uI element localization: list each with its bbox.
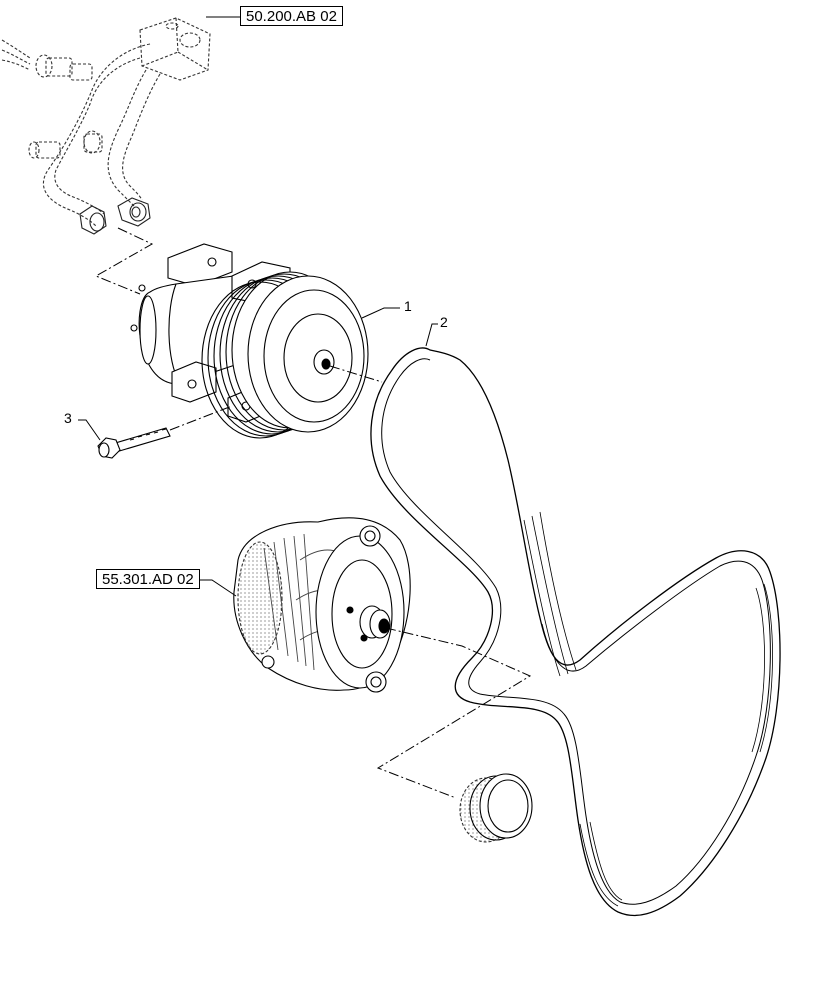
- alternator-reference-label[interactable]: 55.301.AD 02: [96, 569, 200, 589]
- callout-2: 2: [440, 314, 448, 330]
- callout-leader-2: [425, 323, 438, 347]
- serpentine-belt: [370, 347, 781, 917]
- connection-lines-alternator: [376, 627, 532, 799]
- hose-assembly: [1, 17, 211, 235]
- callout-3: 3: [64, 410, 72, 426]
- connection-line-bolt: [169, 405, 233, 431]
- bolt: [97, 427, 171, 459]
- ac-compressor: [130, 243, 369, 439]
- connection-line-compressor: [329, 365, 383, 383]
- idler-pulley: [459, 773, 533, 843]
- alternator-ref-leader: [194, 579, 237, 597]
- hose-reference-label[interactable]: 50.200.AB 02: [240, 6, 343, 26]
- callout-leader-1: [361, 307, 400, 319]
- alternator: [233, 517, 411, 693]
- callout-leader-3: [78, 419, 101, 441]
- connection-lines-hose: [94, 227, 154, 295]
- callout-1: 1: [404, 298, 412, 314]
